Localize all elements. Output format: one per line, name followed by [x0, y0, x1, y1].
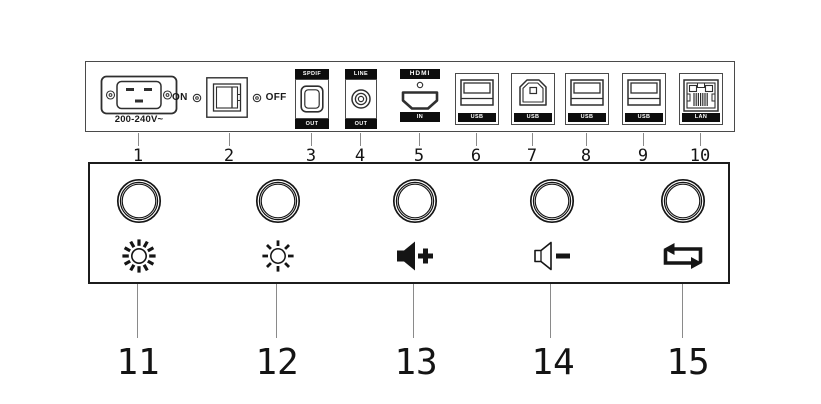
callout-3: 3: [305, 146, 317, 166]
callout-9: 9: [637, 146, 649, 166]
leader-line-14: [550, 284, 551, 338]
usb-a-port-3: USB: [622, 73, 666, 125]
callout-4: 4: [354, 146, 366, 166]
callout-8: 8: [580, 146, 592, 166]
usb-a-icon: [627, 79, 661, 106]
callout-7: 7: [526, 146, 538, 166]
spdif-optical-icon: [300, 85, 324, 113]
spdif-port-body: [295, 79, 329, 119]
usb-b-port: USB: [511, 73, 555, 125]
power-voltage-label: 200-240V~: [114, 114, 164, 125]
usb-label: USB: [568, 113, 606, 122]
callout-12: 12: [255, 342, 299, 383]
callout-10: 10: [689, 146, 711, 166]
audio-jack-icon: [351, 89, 371, 109]
leader-line-11: [137, 284, 138, 338]
leader-line-12: [276, 284, 277, 338]
volume-down-icon: [534, 241, 570, 271]
hdmi-in-port: HDMI IN: [400, 69, 440, 122]
line-out-port: LINE OUT: [345, 69, 377, 129]
callout-13: 13: [394, 342, 438, 383]
leader-line-8: [586, 133, 587, 146]
rj45-icon: [683, 79, 719, 112]
brightness-up-icon: [122, 239, 156, 273]
line-bottom-label: OUT: [345, 119, 377, 129]
usb-label: USB: [458, 113, 496, 122]
button-volume-down: [529, 178, 575, 224]
input-source-cycle-icon: [663, 243, 703, 269]
leader-line-9: [643, 133, 644, 146]
button-panel: [88, 162, 730, 284]
indicator-ring-icon: [252, 93, 261, 102]
indicator-ring-icon: [192, 93, 201, 102]
callout-5: 5: [413, 146, 425, 166]
callout-11: 11: [116, 342, 160, 383]
line-port-body: [345, 79, 377, 119]
leader-line-4: [360, 133, 361, 146]
spdif-out-port: SPDIF OUT: [295, 69, 329, 129]
screw-hole-icon: [416, 81, 424, 89]
callout-1: 1: [132, 146, 144, 166]
leader-line-10: [700, 133, 701, 146]
line-top-label: LINE: [345, 69, 377, 79]
leader-line-2: [229, 133, 230, 146]
usb-a-icon: [460, 79, 494, 106]
button-input-source: [660, 178, 706, 224]
callout-15: 15: [666, 342, 710, 383]
hdmi-port-body: [400, 79, 440, 112]
leader-line-3: [311, 133, 312, 146]
leader-line-13: [413, 284, 414, 338]
switch-on-label: ON: [172, 92, 188, 103]
usb-label: USB: [514, 113, 552, 122]
brightness-down-icon: [262, 240, 294, 272]
callout-2: 2: [223, 146, 235, 166]
spdif-top-label: SPDIF: [295, 69, 329, 79]
usb-a-icon: [570, 79, 604, 106]
callout-6: 6: [470, 146, 482, 166]
volume-up-icon: [397, 241, 433, 271]
leader-line-1: [138, 133, 139, 146]
usb-a-port-1: USB: [455, 73, 499, 125]
usb-a-port-2: USB: [565, 73, 609, 125]
leader-line-5: [419, 133, 420, 146]
button-volume-up: [392, 178, 438, 224]
hdmi-bottom-label: IN: [400, 112, 440, 122]
hdmi-connector-icon: [401, 91, 439, 110]
hdmi-top-label: HDMI: [400, 69, 440, 79]
lan-label: LAN: [682, 113, 720, 122]
button-brightness-up: [116, 178, 162, 224]
leader-line-15: [682, 284, 683, 338]
io-panel: 200-240V~ ON OFF SPDIF: [85, 61, 735, 132]
rocker-switch-icon: [205, 77, 248, 118]
spdif-bottom-label: OUT: [295, 119, 329, 129]
button-brightness-down: [255, 178, 301, 224]
leader-line-6: [476, 133, 477, 146]
usb-label: USB: [625, 113, 663, 122]
leader-line-7: [532, 133, 533, 146]
usb-b-icon: [519, 79, 547, 106]
callout-14: 14: [531, 342, 575, 383]
switch-off-label: OFF: [265, 92, 287, 103]
lan-port: LAN: [679, 73, 723, 125]
power-inlet-icon: [100, 75, 178, 115]
power-switch: ON OFF: [172, 77, 287, 118]
